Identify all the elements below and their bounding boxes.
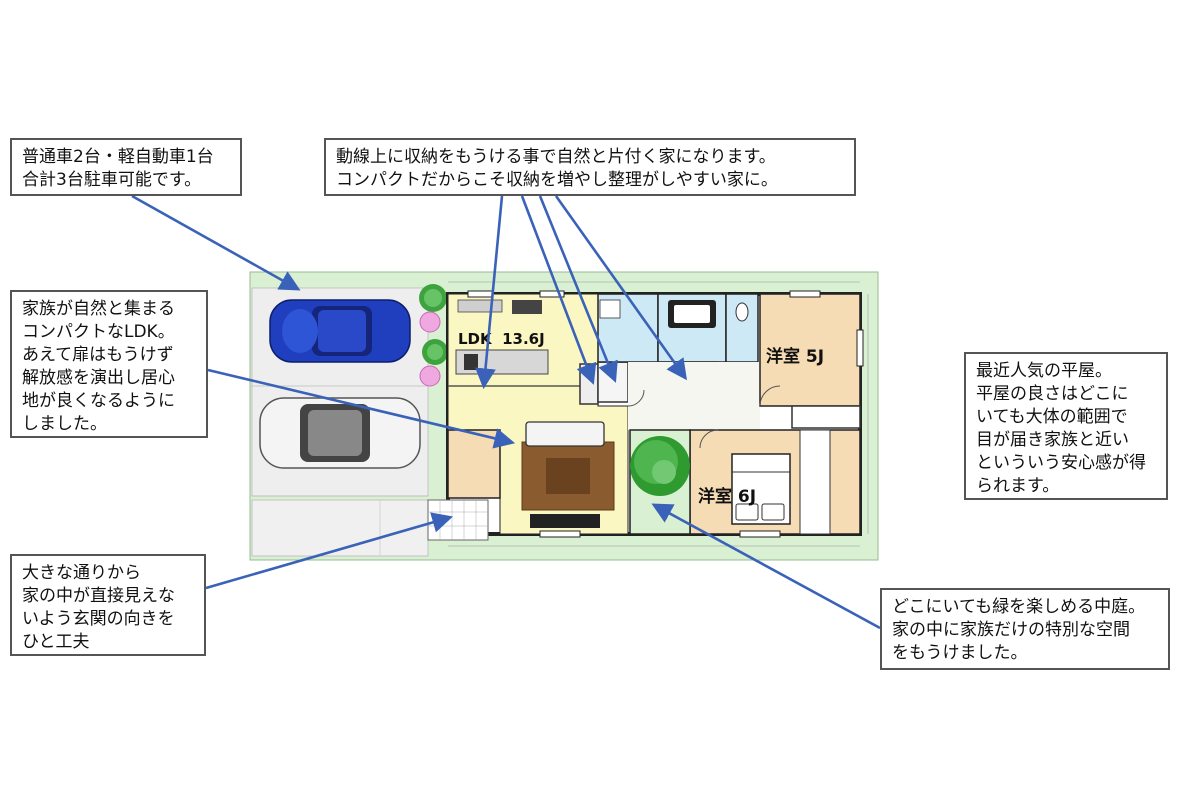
car-blue-icon — [269, 299, 411, 363]
callout-parking: 普通車2台・軽自動車1台 合計3台駐車可能です。 — [10, 138, 242, 196]
callout-text: どこにいても緑を楽しめる中庭。 — [892, 597, 1146, 617]
closet — [799, 429, 831, 535]
callout-text: 合計3台駐車可能です。 — [22, 170, 202, 190]
callout-courtyard: どこにいても緑を楽しめる中庭。 家の中に家族だけの特別な空間 をもうけました。 — [880, 588, 1170, 670]
callout-storage: 動線上に収納をもうける事で自然と片付く家になります。 コンパクトだからこそ収納を… — [324, 138, 856, 196]
callout-text: 家の中に家族だけの特別な空間 — [892, 620, 1130, 640]
storage-closet — [579, 363, 599, 405]
callout-text: いよう玄関の向きを — [22, 609, 175, 629]
callout-text: 平屋の良さはどこに — [976, 384, 1129, 404]
callout-text: をもうけました。 — [892, 643, 1028, 663]
callout-text: といういう安心感が得 — [976, 453, 1146, 473]
tv-stand — [530, 514, 600, 528]
callout-text: いても大体の範囲で — [976, 407, 1128, 427]
callout-text: 目が届き家族と近い — [976, 430, 1129, 450]
callout-text: コンパクトなLDK。 — [22, 322, 175, 342]
callout-text: 家族が自然と集まる — [22, 299, 175, 319]
callout-text: しました。 — [22, 414, 107, 434]
callout-ldk: 家族が自然と集まる コンパクトなLDK。 あえて扉はもうけず 解放感を演出し居心… — [10, 290, 208, 438]
entrance-porch — [427, 499, 489, 541]
callout-text: 地が良くなるように — [22, 391, 175, 411]
courtyard-tree-icon — [630, 436, 690, 496]
callout-text: られます。 — [976, 476, 1060, 496]
callout-text: ひと工夫 — [22, 632, 90, 652]
callout-text: 動線上に収納をもうける事で自然と片付く家になります。 — [336, 147, 776, 167]
closet — [791, 405, 861, 429]
callout-text: あえて扉はもうけず — [22, 345, 174, 365]
callout-text: 解放感を演出し居心 — [22, 368, 175, 388]
callout-text: 家の中が直接見えな — [22, 586, 175, 606]
callout-hiraya: 最近人気の平屋。 平屋の良さはどこに いても大体の範囲で 目が届き家族と近い と… — [964, 352, 1168, 500]
entrance — [447, 429, 501, 499]
room-label-western-6j: 洋室 6J — [698, 487, 757, 507]
coffee-table — [546, 458, 590, 494]
car-white-icon — [259, 397, 421, 469]
callout-text: 最近人気の平屋。 — [976, 361, 1112, 381]
hallway — [628, 362, 760, 430]
callout-entrance: 大きな通りから 家の中が直接見えな いよう玄関の向きを ひと工夫 — [10, 554, 206, 656]
sofa — [525, 421, 605, 447]
western-room-5j — [759, 293, 861, 407]
callout-text: コンパクトだからこそ収納を増やし整理がしやすい家に。 — [336, 170, 778, 190]
parking-area-lower — [251, 499, 429, 557]
storage-closet — [597, 361, 629, 403]
room-label-western-5j: 洋室 5J — [766, 347, 825, 367]
callout-text: 普通車2台・軽自動車1台 — [22, 147, 214, 167]
room-label-ldk: LDK 13.6J — [458, 330, 545, 348]
callout-text: 大きな通りから — [22, 563, 141, 583]
